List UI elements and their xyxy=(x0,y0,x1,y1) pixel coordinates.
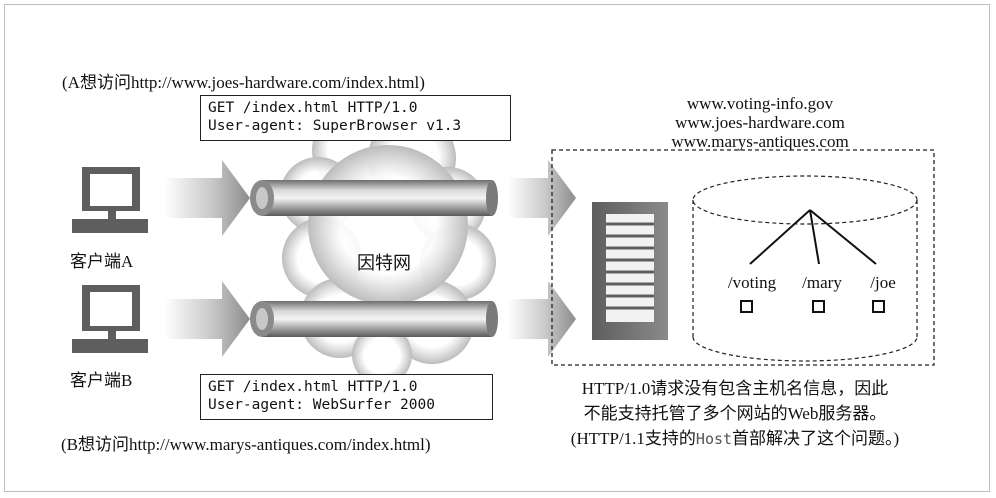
dir-voting: /voting xyxy=(728,273,777,292)
figure-frame xyxy=(4,4,990,492)
request-a-caption: (A想访问http://www.joes-hardware.com/index.… xyxy=(62,73,425,92)
domain-voting-info: www.voting-info.gov xyxy=(686,94,834,113)
note-line3-after: 首部解决了这个问题。) xyxy=(732,429,900,448)
computer-b-icon xyxy=(72,285,148,353)
computer-a-icon xyxy=(72,167,148,233)
directory-tree xyxy=(749,209,877,265)
request-a-box: GET /index.html HTTP/1.0 User-agent: Sup… xyxy=(200,95,511,141)
note-line2: 不能支持托管了多个网站的Web服务器。 xyxy=(583,404,887,423)
request-a-line2: User-agent: SuperBrowser v1.3 xyxy=(208,118,462,134)
pipe-b xyxy=(250,301,498,337)
arrow-a-out xyxy=(508,160,576,236)
client-a-label: 客户端A xyxy=(70,252,134,271)
request-a-line1: GET /index.html HTTP/1.0 xyxy=(208,100,418,116)
client-b-label: 客户端B xyxy=(70,371,133,390)
host-header-code: Host xyxy=(695,430,733,448)
server-icon xyxy=(592,202,668,340)
request-b-caption: (B想访问http://www.marys-antiques.com/index… xyxy=(61,435,431,454)
arrow-b-out xyxy=(508,281,576,357)
request-b-line2: User-agent: WebSurfer 2000 xyxy=(208,397,435,413)
dir-joe: /joe xyxy=(870,273,896,292)
dir-mary: /mary xyxy=(802,273,842,292)
server-enclosure xyxy=(551,149,935,366)
filesystem-cylinder xyxy=(692,175,918,362)
request-b-line1: GET /index.html HTTP/1.0 xyxy=(208,379,418,395)
http10-note: HTTP/1.0请求没有包含主机名信息，因此 不能支持托管了多个网站的Web服务… xyxy=(535,376,935,452)
domain-joes-hardware: www.joes-hardware.com xyxy=(675,113,845,132)
dir-folder-icons xyxy=(740,300,885,313)
request-b-box: GET /index.html HTTP/1.0 User-agent: Web… xyxy=(200,374,493,420)
domain-marys-antiques: www.marys-antiques.com xyxy=(671,132,849,151)
internet-label: 因特网 xyxy=(357,253,411,273)
arrow-b-in xyxy=(164,281,250,357)
internet-cloud-icon xyxy=(280,110,496,385)
server-domain-list: www.voting-info.gov www.joes-hardware.co… xyxy=(640,94,880,151)
note-line3: (HTTP/1.1支持的Host首部解决了这个问题。) xyxy=(535,426,935,452)
note-line1: HTTP/1.0请求没有包含主机名信息，因此 xyxy=(581,379,889,398)
arrow-a-in xyxy=(164,160,250,236)
note-line3-before: (HTTP/1.1支持的 xyxy=(570,429,696,448)
pipe-a xyxy=(250,180,498,216)
